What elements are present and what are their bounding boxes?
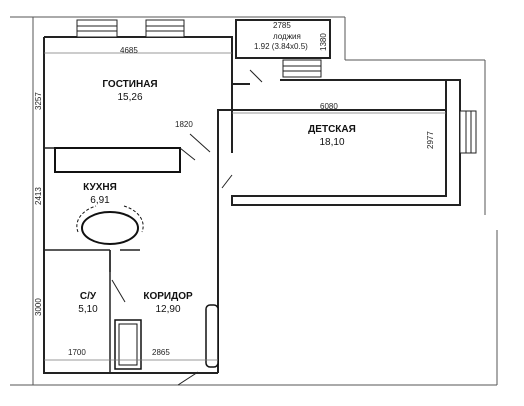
room-name-living: ГОСТИНАЯ: [102, 79, 158, 90]
window-living-1: [76, 19, 118, 38]
door-loggia-swing: [249, 69, 263, 83]
wall-kids-inner: [232, 80, 447, 197]
dim-doorway: 1820: [175, 120, 193, 129]
dim-kids-height: 2977: [426, 131, 435, 149]
wall-corridor-right: [217, 109, 232, 373]
wall-living-top: [44, 36, 250, 85]
kitchen-counter-edge: [179, 147, 196, 161]
wall-loggia: [235, 19, 331, 59]
room-name-bath: С/У: [79, 291, 97, 302]
dim-loggia-width: 2785: [273, 21, 291, 30]
wall-left: [43, 37, 218, 374]
room-name-kids: ДЕТСКАЯ: [308, 124, 356, 135]
door-entry-swing: [177, 371, 199, 386]
room-area-kids: 18,10: [319, 137, 345, 148]
door-living-swing: [189, 133, 211, 153]
dim-bath-width: 1700: [68, 348, 86, 357]
dim-kitchen-height: 2413: [34, 187, 43, 205]
dim-bath-height: 3000: [34, 298, 43, 316]
bathtub-inner: [118, 323, 138, 366]
door-bath-swing: [111, 279, 126, 303]
loggia-area: 1.92 (3.84x0.5): [254, 42, 308, 51]
room-name-kitchen: КУХНЯ: [83, 182, 117, 193]
dim-kids-width: 6080: [320, 102, 338, 111]
kitchen-table: [81, 211, 139, 245]
window-living-2: [145, 19, 185, 38]
loggia-label: лоджия: [273, 32, 301, 41]
room-area-bath: 5,10: [78, 304, 98, 315]
kitchen-chairs: [76, 205, 144, 233]
room-area-kitchen: 6,91: [90, 195, 110, 206]
window-loggia: [282, 59, 322, 78]
window-kids: [459, 110, 477, 154]
dim-corridor-width: 2865: [152, 348, 170, 357]
door-kids-swing: [221, 174, 233, 189]
room-area-living: 15,26: [117, 92, 143, 103]
kitchen-counter: [54, 147, 181, 173]
wardrobe: [205, 304, 219, 368]
wall-kids-top-inner: [231, 84, 446, 111]
room-name-corridor: КОРИДОР: [143, 291, 193, 302]
dim-loggia-height: 1380: [319, 33, 328, 51]
wall-kids-outer: [231, 79, 461, 206]
room-area-corridor: 12,90: [155, 304, 181, 315]
dim-living-height: 3257: [34, 92, 43, 110]
dim-living-width: 4685: [120, 46, 138, 55]
